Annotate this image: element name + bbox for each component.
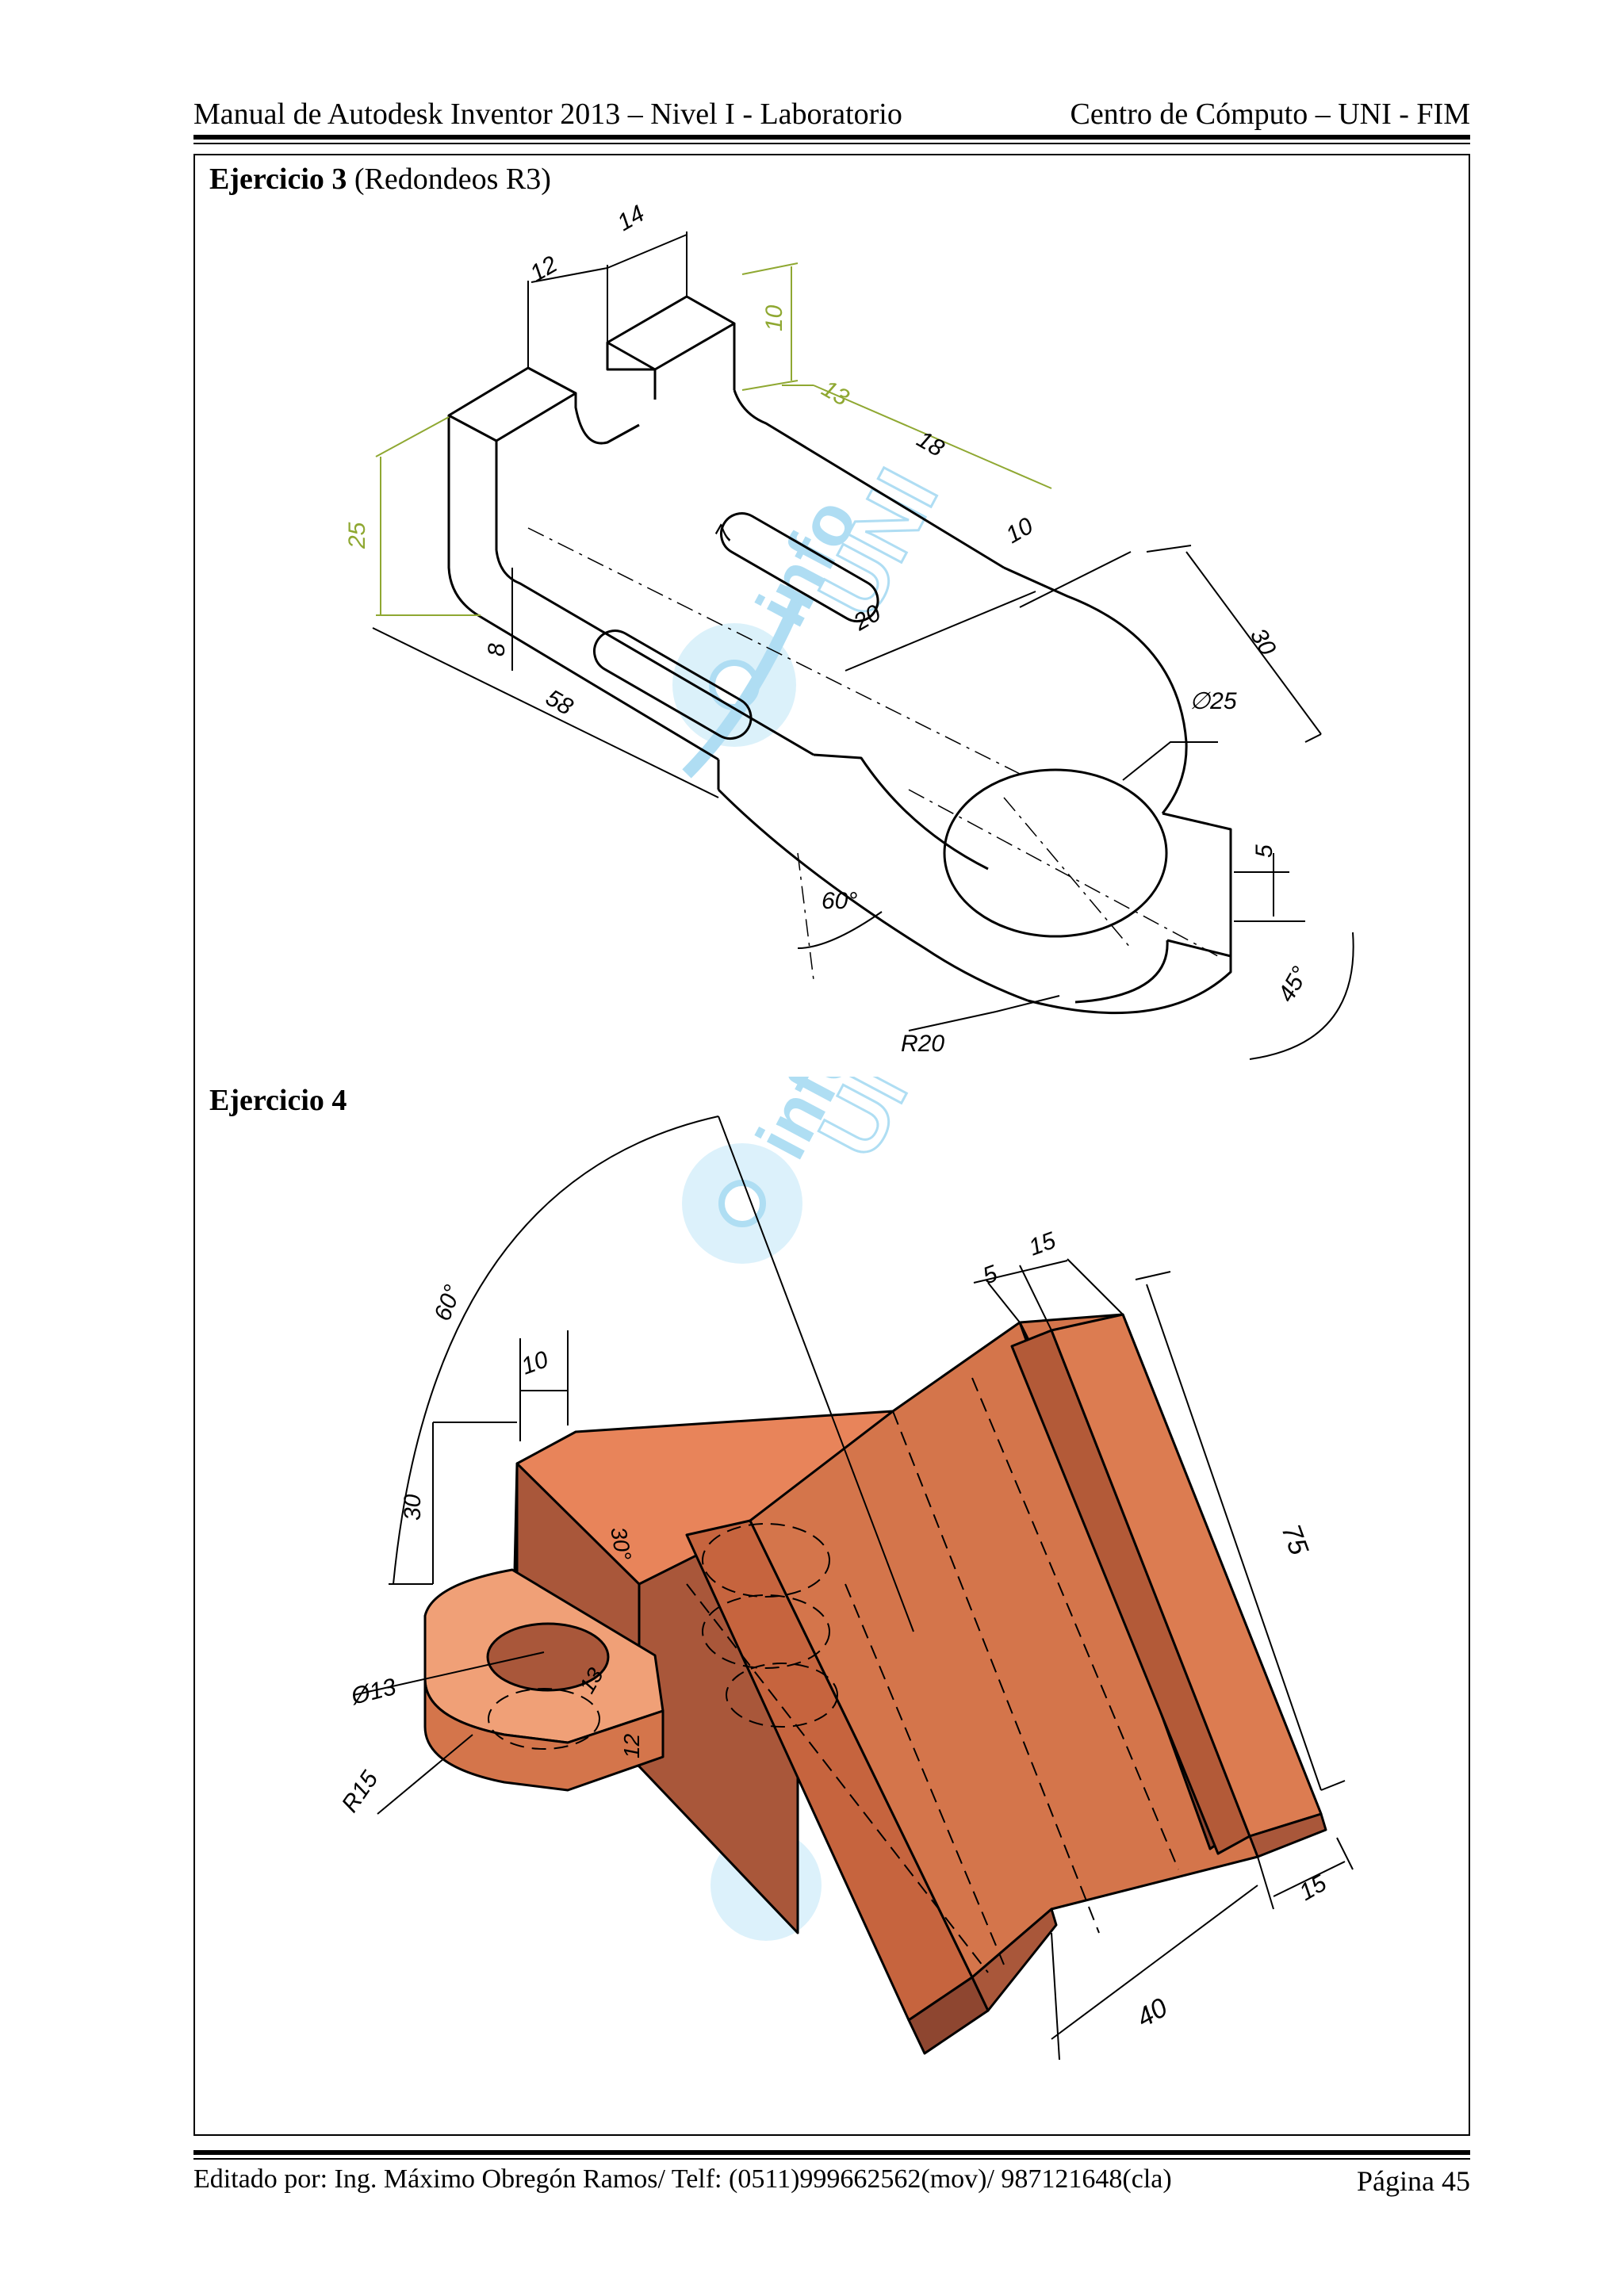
exercise-4-panel: info UNI bbox=[193, 1077, 1470, 2136]
dim-15-bottom: 15 bbox=[1295, 1870, 1331, 1906]
exercise-3-drawing: info UNI bbox=[344, 201, 1354, 1060]
dim-diameter-25: ∅25 bbox=[1189, 688, 1237, 714]
dim-5: 5 bbox=[1251, 844, 1277, 858]
dim-15-top: 15 bbox=[1025, 1227, 1059, 1261]
dim-10-top: 10 bbox=[761, 304, 787, 331]
dim-13: 13 bbox=[818, 375, 854, 411]
dim-5: 5 bbox=[979, 1261, 1001, 1290]
dim-8: 8 bbox=[484, 643, 510, 656]
bracket-outline bbox=[447, 295, 1232, 1015]
footer-rule-thick bbox=[193, 2150, 1470, 2155]
exercise-4-title: Ejercicio 4 bbox=[209, 1084, 347, 1117]
slots bbox=[593, 512, 879, 740]
exercise-3-title: Ejercicio 3 (Redondeos R3) bbox=[209, 163, 551, 196]
header-institution: Centro de Cómputo – UNI - FIM bbox=[1070, 98, 1470, 131]
watermark-logo: info UNI bbox=[672, 453, 958, 779]
dim-12: 12 bbox=[619, 1733, 644, 1758]
black-dimensions bbox=[372, 232, 1354, 1060]
dim-60-deg: 60° bbox=[822, 888, 857, 914]
dim-58: 58 bbox=[542, 684, 578, 720]
svg-text:UNI: UNI bbox=[800, 1077, 957, 1173]
hidden-lines bbox=[488, 1377, 1179, 1973]
dim-30-deg: 30° bbox=[606, 1525, 636, 1563]
dim-60-deg: 60° bbox=[430, 1281, 467, 1324]
dim-30: 30 bbox=[1245, 624, 1281, 660]
dim-45-deg: 45° bbox=[1273, 962, 1313, 1007]
green-dimensions bbox=[375, 262, 1052, 616]
dim-diameter-13: Ø13 bbox=[348, 1674, 399, 1710]
header-rule-thick bbox=[193, 135, 1470, 140]
page-number: Página 45 bbox=[1357, 2165, 1470, 2197]
exercise-4-drawing: info UNI bbox=[337, 1077, 1354, 2061]
dim-10: 10 bbox=[518, 1346, 552, 1380]
copper-part bbox=[423, 1313, 1327, 2055]
dim-14: 14 bbox=[613, 201, 649, 236]
dimension-labels: 12 14 10 13 18 25 7 10 20 30 8 58 ∅25 5 … bbox=[344, 201, 1314, 1057]
dim-18: 18 bbox=[913, 426, 949, 461]
dim-75: 75 bbox=[1275, 1521, 1314, 1559]
exercise-3-panel: info UNI bbox=[193, 154, 1470, 1080]
dim-30: 30 bbox=[400, 1494, 426, 1521]
page-footer: Editado por: Ing. Máximo Obregón Ramos/ … bbox=[193, 2164, 1470, 2199]
dim-25: 25 bbox=[344, 522, 370, 549]
dim-7: 7 bbox=[710, 521, 740, 546]
dim-10-right: 10 bbox=[1002, 513, 1038, 549]
dim-r20: R20 bbox=[901, 1031, 944, 1057]
dim-12: 12 bbox=[526, 251, 562, 287]
dim-r15: R15 bbox=[337, 1766, 384, 1817]
footer-rule-thin bbox=[193, 2158, 1470, 2160]
footer-author: Editado por: Ing. Máximo Obregón Ramos/ … bbox=[193, 2164, 1172, 2194]
header-rule-thin bbox=[193, 143, 1470, 144]
dim-40: 40 bbox=[1132, 1992, 1173, 2034]
dimension-lines bbox=[353, 1115, 1354, 2061]
center-lines bbox=[527, 527, 1219, 981]
header-title: Manual de Autodesk Inventor 2013 – Nivel… bbox=[193, 98, 902, 131]
page-header: Manual de Autodesk Inventor 2013 – Nivel… bbox=[193, 97, 1470, 133]
